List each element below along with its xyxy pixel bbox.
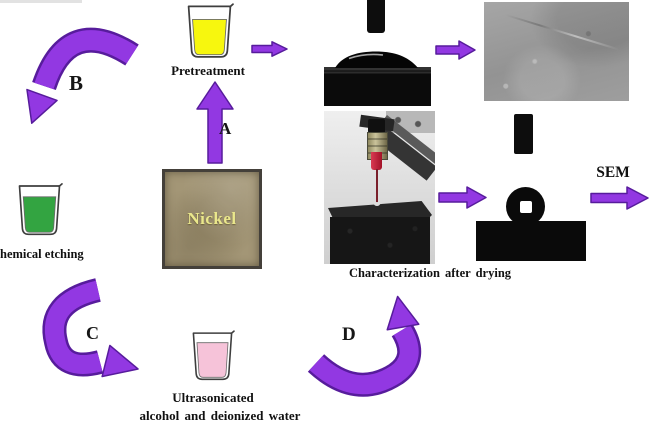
nickel-sample-photo: Nickel: [162, 169, 262, 269]
syringe-liquid: [371, 152, 382, 170]
contact-angle-photo-flat-droplet: [324, 51, 431, 106]
curved-arrow-b-icon: [26, 27, 139, 124]
step-d-label: D: [342, 324, 356, 345]
step-b-label: B: [69, 71, 84, 95]
dispensed-droplet: [374, 202, 380, 206]
characterization-label: Characterization after drying: [348, 266, 512, 280]
dispensing-needle-icon: [367, 0, 385, 33]
straight-arrow-a-icon: [196, 81, 234, 164]
sem-label: SEM: [596, 164, 630, 181]
curved-arrow-c-icon: [42, 278, 139, 378]
step-c-label: C: [86, 323, 99, 343]
beaker-ultrasonic-icon: [192, 330, 235, 381]
syringe-cap: [368, 119, 385, 133]
sem-micrograph-image: [484, 2, 629, 101]
beaker-pretreatment-icon: [187, 3, 234, 58]
right-arrow-icon: [251, 41, 288, 57]
step-a-label: A: [219, 119, 232, 138]
curved-arrow-d-icon: [307, 295, 422, 397]
ultrasonic-label-line1: Ultrasonicated: [172, 390, 254, 405]
nickel-label: Nickel: [187, 209, 237, 228]
beaker-etching-icon: [18, 183, 63, 236]
sem-scratch-line: [505, 14, 620, 51]
etching-label: hemical etching: [0, 247, 84, 261]
ultrasonic-label-line2: alcohol and deionized water: [139, 408, 301, 423]
droplet-highlight: [519, 201, 532, 213]
right-arrow-icon: [590, 186, 649, 210]
right-arrow-icon: [435, 40, 476, 60]
sample-stage-front: [330, 217, 430, 264]
pretreatment-label: Pretreatment: [171, 63, 245, 78]
image-edge-artifact: [0, 0, 82, 3]
round-droplet-icon: [506, 187, 545, 226]
right-arrow-icon: [438, 186, 487, 209]
dispensing-needle-icon: [514, 114, 533, 154]
syringe-apparatus-photo: [324, 111, 435, 264]
substrate-block: [476, 221, 586, 261]
syringe-needle: [376, 169, 378, 206]
